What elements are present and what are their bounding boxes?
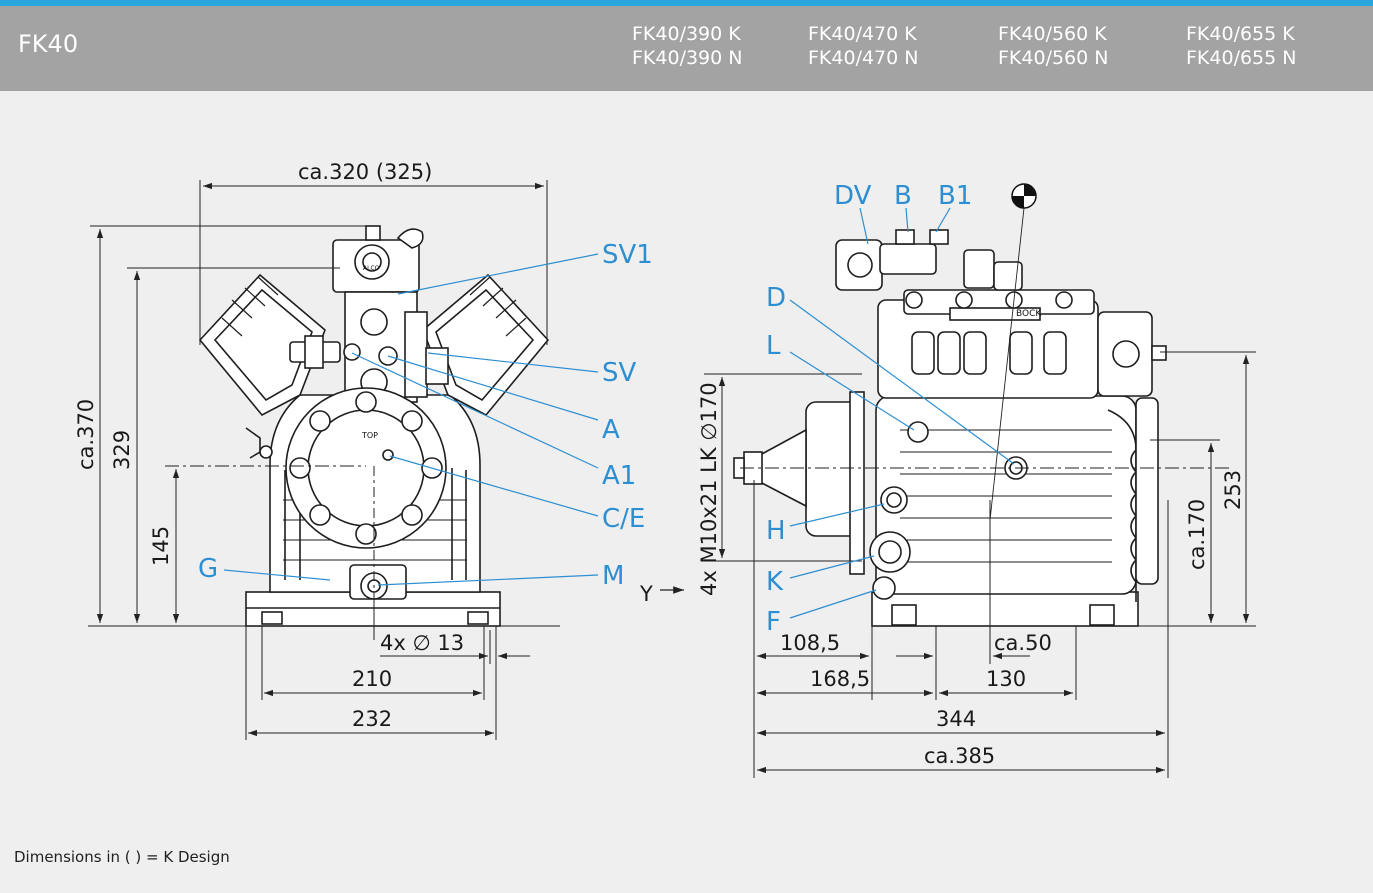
top-marking: TOP xyxy=(361,431,378,440)
header-bar: FK40 xyxy=(0,6,1373,91)
accent-bar xyxy=(0,0,1373,6)
dim-210: 210 xyxy=(352,667,392,691)
dim-height-329: 329 xyxy=(110,430,134,470)
label-ce: C/E xyxy=(602,504,645,534)
dim-344: 344 xyxy=(936,707,976,731)
side-dimension-lines xyxy=(704,207,1256,778)
model-n: FK40/470 N xyxy=(808,47,919,69)
label-d: D xyxy=(766,283,786,313)
dim-holes: 4x ∅ 13 xyxy=(380,631,464,655)
model-n: FK40/655 N xyxy=(1186,47,1297,69)
dim-height-145: 145 xyxy=(149,526,173,566)
model-n: FK40/390 N xyxy=(632,47,743,69)
label-k: K xyxy=(766,567,784,597)
label-g: G xyxy=(198,554,218,584)
product-title: FK40 xyxy=(18,30,79,58)
label-l: L xyxy=(766,331,781,361)
dim-232: 232 xyxy=(352,707,392,731)
dim-width-top: ca.320 (325) xyxy=(298,160,432,184)
model-column-1: FK40/390 K FK40/390 N xyxy=(632,22,742,70)
label-b1: B1 xyxy=(938,181,972,211)
dim-flange: 4x M10x21 LK ∅170 xyxy=(697,382,721,596)
dim-ca50: ca.50 xyxy=(994,631,1052,655)
model-column-2: FK40/470 K FK40/470 N xyxy=(808,22,918,70)
label-sv: SV xyxy=(602,358,637,388)
side-leader-lines xyxy=(789,207,1015,619)
center-of-gravity-icon xyxy=(1011,183,1037,209)
brand-plate: BOCK xyxy=(1016,309,1042,319)
footnote: Dimensions in ( ) = K Design xyxy=(14,848,230,866)
model-n: FK40/560 N xyxy=(998,47,1109,69)
label-m: M xyxy=(602,561,624,591)
label-h: H xyxy=(766,516,786,546)
model-k: FK40/655 K xyxy=(1186,23,1295,45)
label-a: A xyxy=(602,415,620,445)
label-f: F xyxy=(766,607,781,637)
label-dv: DV xyxy=(834,181,872,211)
model-k: FK40/470 K xyxy=(808,23,917,45)
valve-marking: ALCO xyxy=(363,265,380,272)
front-dimension-lines xyxy=(88,180,560,740)
model-k: FK40/390 K xyxy=(632,23,741,45)
dim-height-total: ca.370 xyxy=(74,399,98,470)
dim-253: 253 xyxy=(1221,470,1245,510)
label-a1: A1 xyxy=(602,461,636,491)
dim-ca170: ca.170 xyxy=(1185,499,1209,570)
label-b: B xyxy=(894,181,912,211)
front-leader-lines xyxy=(223,253,684,594)
axis-y-label: Y xyxy=(639,582,653,606)
model-column-4: FK40/655 K FK40/655 N xyxy=(1186,22,1296,70)
side-compressor-drawing xyxy=(733,229,1167,627)
front-compressor-drawing xyxy=(198,225,550,627)
model-k: FK40/560 K xyxy=(998,23,1107,45)
model-column-3: FK40/560 K FK40/560 N xyxy=(998,22,1108,70)
dim-ca385: ca.385 xyxy=(924,744,995,768)
label-sv1: SV1 xyxy=(602,240,653,270)
dim-168: 168,5 xyxy=(810,667,870,691)
dim-130: 130 xyxy=(986,667,1026,691)
dim-108: 108,5 xyxy=(780,631,840,655)
